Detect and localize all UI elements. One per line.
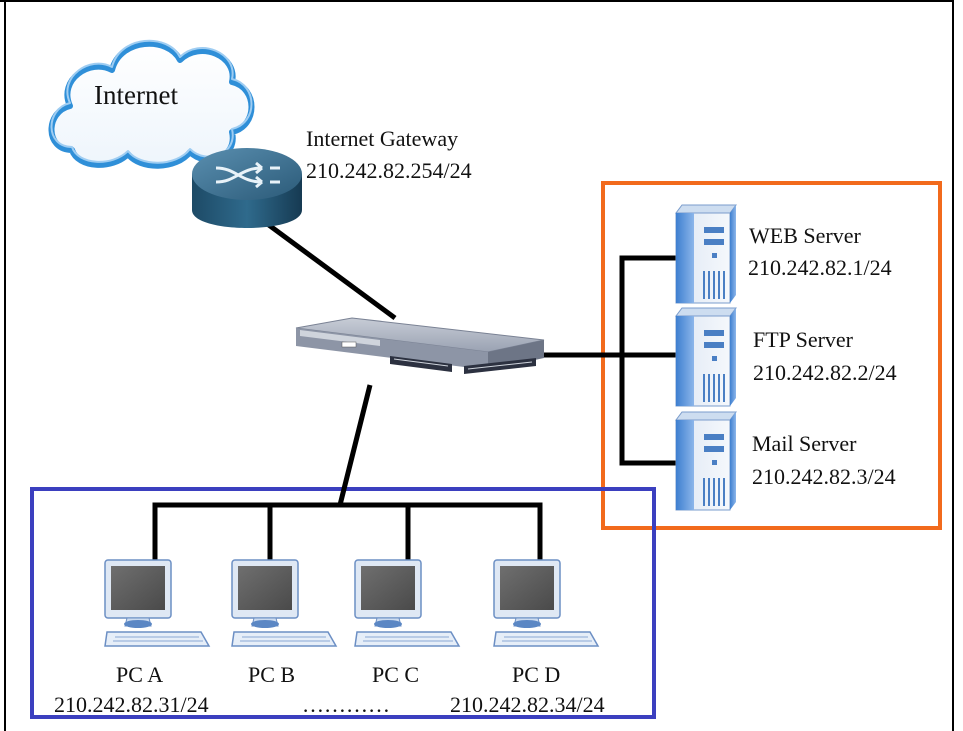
web-server-ip: 210.242.82.1/24 — [748, 255, 892, 280]
mail-server-icon — [675, 411, 737, 511]
ftp-server-name: FTP Server — [753, 327, 854, 352]
pc-icons — [104, 559, 600, 647]
pc-b-icon — [231, 559, 338, 647]
pc-ip-last: 210.242.82.34/24 — [450, 692, 605, 717]
cable-pc-bus — [152, 502, 543, 565]
mail-server-name: Mail Server — [752, 431, 857, 456]
pc-ip-first: 210.242.82.31/24 — [54, 692, 209, 717]
pc-d-icon — [493, 559, 600, 647]
ftp-server-icon — [675, 307, 737, 407]
gateway-ip: 210.242.82.254/24 — [306, 158, 472, 183]
cable-server-bus — [619, 255, 682, 466]
mail-server-ip: 210.242.82.3/24 — [752, 464, 896, 489]
frame-left-edge — [4, 0, 6, 731]
pc-ip-ellipsis: ………… — [302, 692, 390, 717]
pc-a-label: PC A — [116, 662, 164, 687]
gateway-name: Internet Gateway — [306, 126, 459, 151]
cable-switch-pcs — [337, 384, 373, 506]
server-icons — [675, 204, 737, 511]
web-server-name: WEB Server — [749, 223, 861, 248]
internet-label: Internet — [94, 80, 178, 110]
pc-c-icon — [354, 559, 461, 647]
internet-cloud-icon — [48, 39, 255, 169]
cables — [152, 217, 682, 565]
ftp-server-ip: 210.242.82.2/24 — [753, 360, 897, 385]
web-server-icon — [675, 204, 737, 304]
pc-a-icon — [104, 559, 211, 647]
cable-gateway-switch — [260, 217, 397, 321]
router-icon — [192, 148, 302, 228]
switch-icon — [295, 317, 545, 374]
pc-c-label: PC C — [372, 662, 420, 687]
pc-d-label: PC D — [512, 662, 561, 687]
pc-b-label: PC B — [248, 662, 296, 687]
